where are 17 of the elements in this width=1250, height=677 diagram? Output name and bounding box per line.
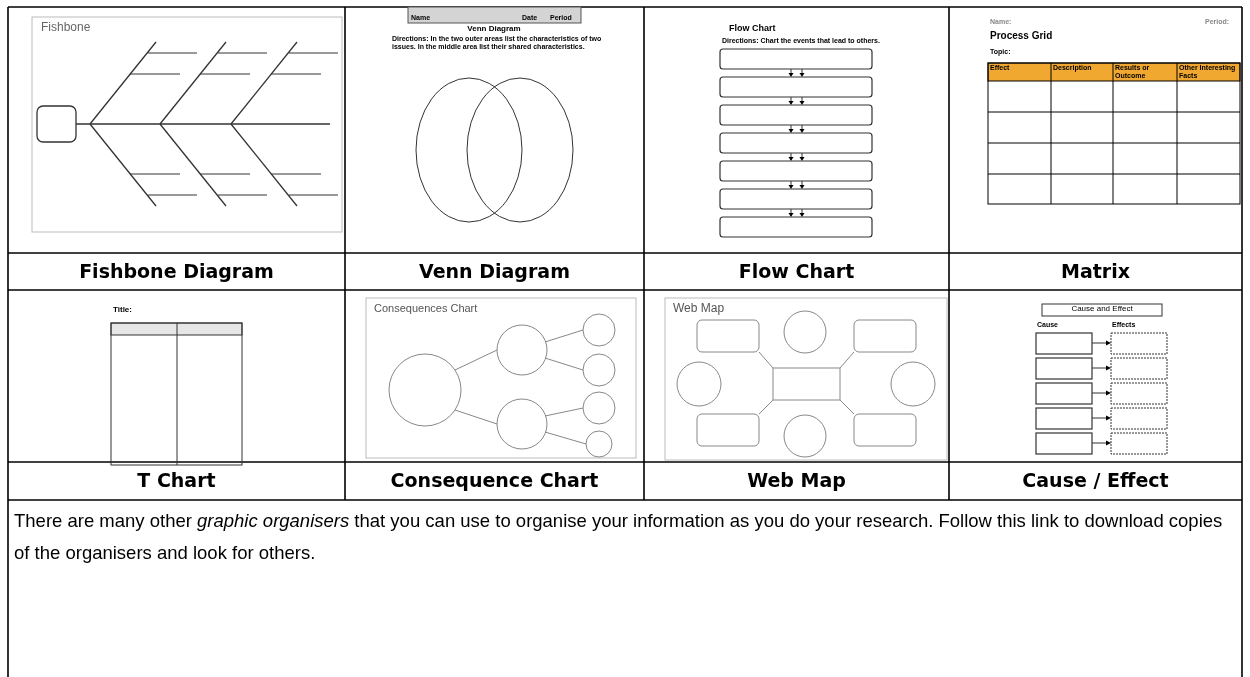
thumbnail-title: Web Map xyxy=(673,302,725,316)
form-field-label: Title: xyxy=(113,306,132,315)
diagram-caption: Venn Diagram xyxy=(418,259,571,282)
diagram-caption: Matrix xyxy=(1060,259,1131,282)
thumbnail-title: Venn Diagram xyxy=(466,25,522,34)
diagram-caption: Fishbone Diagram xyxy=(78,259,275,282)
thumbnail-title: Process Grid xyxy=(990,30,1053,41)
diagram-caption: Flow Chart xyxy=(737,259,856,282)
thumbnail-title: Fishbone xyxy=(41,21,91,35)
paragraph: There are many other graphic organisers that you can use to organise your information as you do your research. Follow this link to download copies of the organisers and look for others. xyxy=(14,509,1224,565)
diagram-caption: Cause / Effect xyxy=(1021,469,1170,491)
diagram-caption: Web Map xyxy=(746,469,847,491)
diagram-caption: T Chart xyxy=(136,469,217,491)
thumbnail-title: Cause and Effect xyxy=(1070,305,1134,314)
thumbnail-title: Flow Chart xyxy=(729,24,776,34)
thumbnail-title: Consequences Chart xyxy=(374,302,478,315)
diagram-caption: Consequence Chart xyxy=(389,469,600,491)
